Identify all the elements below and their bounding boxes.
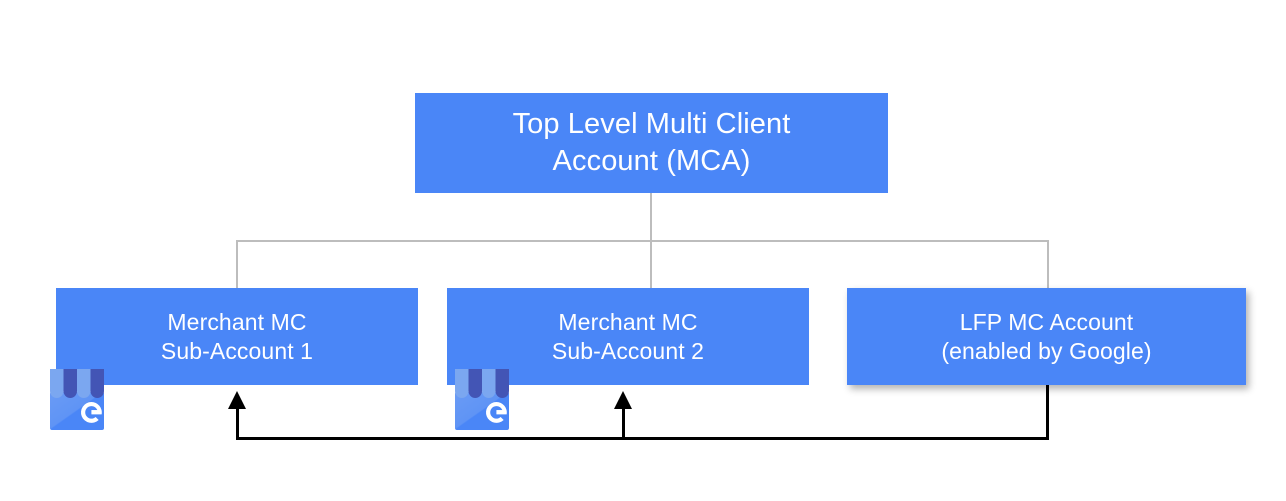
tree-drop-connector-lfp-account — [1047, 240, 1049, 289]
node-top-level-mca: Top Level Multi Client Account (MCA) — [415, 93, 888, 193]
google-my-business-storefront-icon — [50, 369, 104, 430]
node-top-level-mca-line-1: Top Level Multi Client — [512, 108, 791, 141]
flow-line-from-lfp-account — [1046, 385, 1049, 440]
node-merchant-mc-sub-account-1-line-1: Merchant MC — [167, 308, 307, 335]
google-my-business-storefront-icon — [455, 369, 509, 430]
node-merchant-mc-sub-account-2: Merchant MC Sub-Account 2 — [447, 288, 809, 385]
tree-drop-connector-sub-account-1 — [236, 240, 238, 289]
tree-bus-connector — [236, 240, 1049, 242]
node-lfp-mc-account-line-1: LFP MC Account — [959, 308, 1134, 335]
node-merchant-mc-sub-account-1-line-2: Sub-Account 1 — [160, 337, 314, 364]
arrow-head-icon-sub-account-2 — [614, 391, 632, 409]
tree-stem-connector — [650, 193, 652, 241]
node-lfp-mc-account-line-2: (enabled by Google) — [941, 337, 1152, 364]
arrow-head-icon-sub-account-1 — [228, 391, 246, 409]
node-lfp-mc-account: LFP MC Account (enabled by Google) — [847, 288, 1246, 385]
node-top-level-mca-line-2: Account (MCA) — [552, 145, 751, 177]
tree-drop-connector-sub-account-2 — [650, 240, 652, 289]
node-merchant-mc-sub-account-1: Merchant MC Sub-Account 1 — [56, 288, 418, 385]
node-merchant-mc-sub-account-2-line-1: Merchant MC — [558, 308, 698, 335]
node-merchant-mc-sub-account-2-line-2: Sub-Account 2 — [551, 337, 705, 364]
flow-line-to-sub-account-1 — [236, 399, 239, 438]
flow-line-to-sub-account-2 — [622, 399, 625, 438]
flow-bus-line — [236, 437, 1049, 440]
